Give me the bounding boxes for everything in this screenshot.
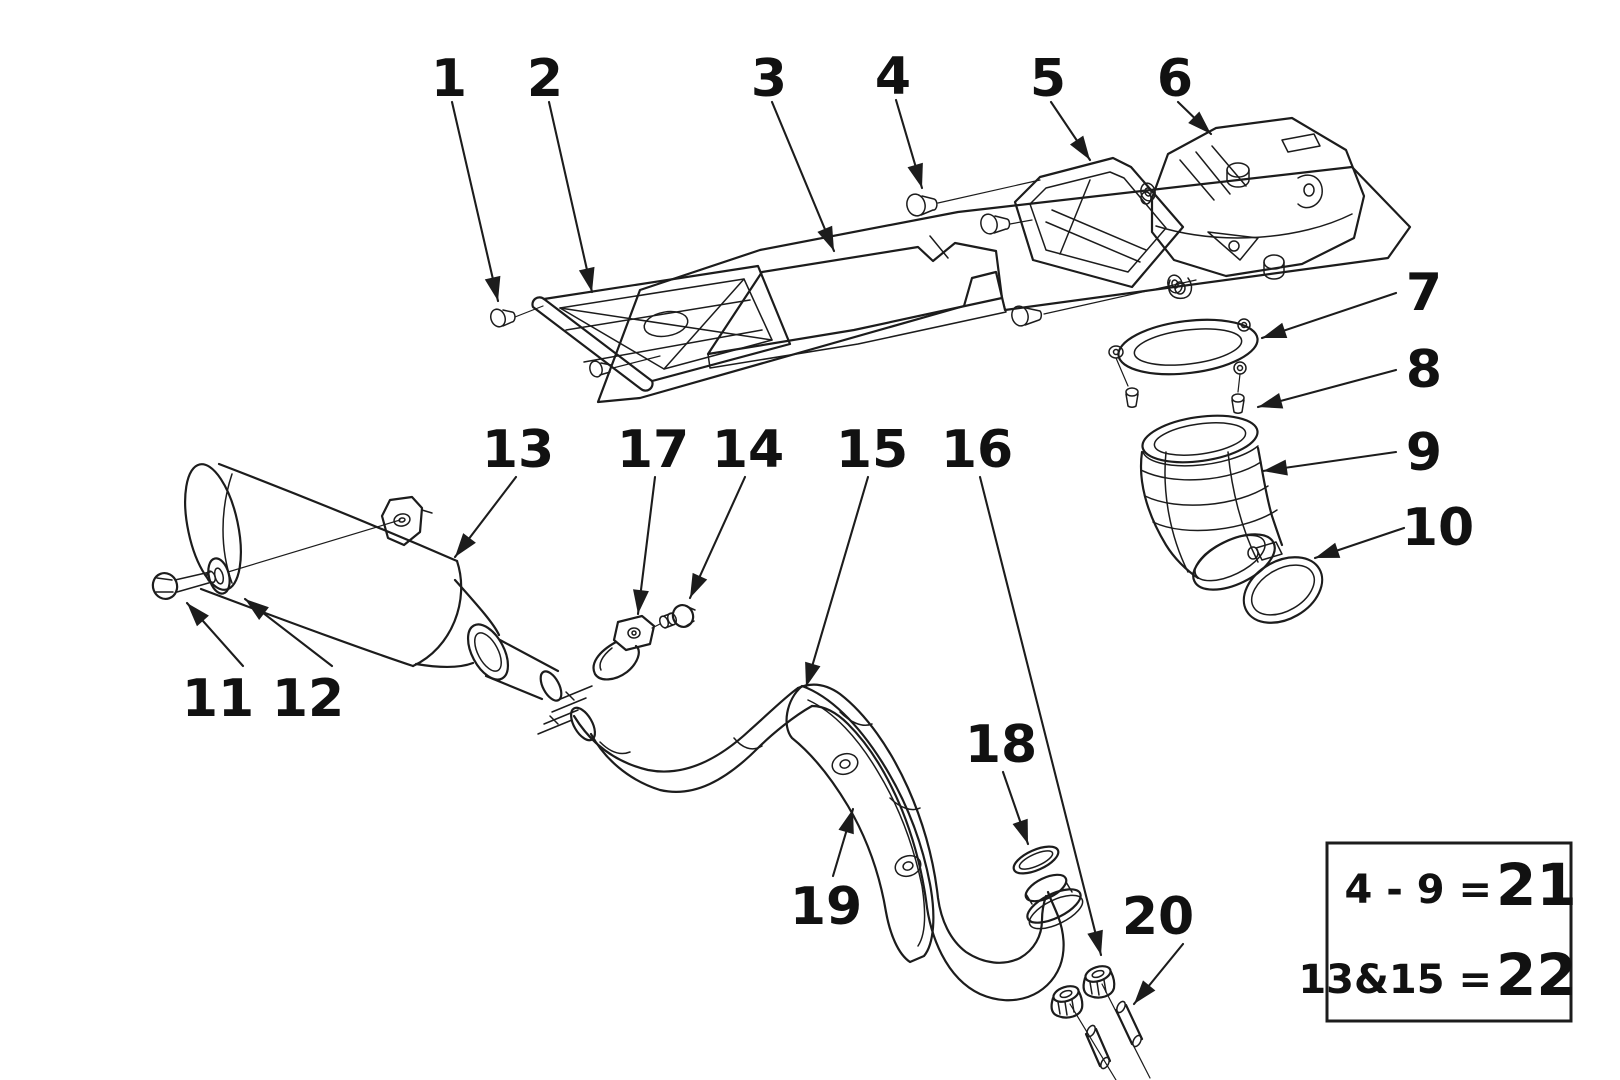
legend-row1-part: 21 bbox=[1496, 851, 1577, 919]
part-label-14: 14 bbox=[712, 420, 784, 480]
leader-11 bbox=[185, 601, 245, 668]
leader-2 bbox=[547, 100, 595, 294]
muffler-13 bbox=[184, 462, 563, 702]
leader-13 bbox=[453, 475, 518, 559]
legend-row2-part: 22 bbox=[1496, 941, 1577, 1009]
part-label-3: 3 bbox=[751, 49, 787, 109]
part-label-5: 5 bbox=[1030, 49, 1066, 109]
pipe-clamp-17 bbox=[592, 614, 656, 681]
filter-foam-3 bbox=[706, 241, 1007, 369]
leader-18 bbox=[1001, 770, 1030, 846]
leader-15 bbox=[804, 475, 870, 689]
part-label-13: 13 bbox=[482, 420, 554, 480]
flange-nuts-16 bbox=[1050, 965, 1116, 1019]
leader-4 bbox=[894, 98, 924, 190]
part-label-16: 16 bbox=[941, 420, 1013, 480]
part-label-2: 2 bbox=[527, 49, 563, 109]
part-label-1: 1 bbox=[431, 49, 467, 109]
leader-8 bbox=[1256, 368, 1398, 409]
leader-20 bbox=[1132, 942, 1185, 1006]
part-label-7: 7 bbox=[1406, 263, 1442, 323]
leader-lines bbox=[185, 98, 1406, 1006]
airbox-body-6 bbox=[1140, 116, 1366, 300]
gasket-18 bbox=[1012, 845, 1060, 875]
legend-row2-expression: 13&15 = bbox=[1298, 957, 1492, 1003]
studs-20 bbox=[1069, 983, 1151, 1080]
part-label-10: 10 bbox=[1402, 498, 1474, 558]
airbox-screw-lower bbox=[1011, 279, 1197, 327]
part-label-12: 12 bbox=[272, 669, 344, 729]
part-label-11: 11 bbox=[182, 669, 254, 729]
heat-shield-19 bbox=[785, 684, 935, 964]
part-label-6: 6 bbox=[1157, 49, 1193, 109]
hose-clamp-10 bbox=[1242, 541, 1324, 624]
leader-6 bbox=[1176, 100, 1213, 136]
part-label-9: 9 bbox=[1406, 423, 1442, 483]
leader-9 bbox=[1261, 450, 1398, 476]
leader-14 bbox=[688, 475, 747, 600]
leader-17 bbox=[633, 475, 657, 616]
part-label-17: 17 bbox=[617, 420, 689, 480]
screw-1 bbox=[489, 305, 544, 328]
exhaust-pipe-15 bbox=[537, 683, 1084, 1002]
leader-1 bbox=[450, 100, 501, 303]
legend-box: 4 - 9 = 21 13&15 = 22 bbox=[1298, 841, 1577, 1023]
legend-row1-expression: 4 - 9 = bbox=[1344, 867, 1492, 913]
leader-10 bbox=[1313, 526, 1406, 560]
leader-12 bbox=[243, 597, 334, 668]
bolt-11 bbox=[151, 570, 217, 600]
clamp-ring-7 bbox=[1108, 318, 1259, 393]
part-label-18: 18 bbox=[965, 715, 1037, 775]
part-label-19: 19 bbox=[790, 877, 862, 937]
filter-cage-2 bbox=[531, 264, 792, 392]
screws-8 bbox=[1125, 387, 1245, 414]
part-number-labels: 1 2 3 4 5 6 7 8 9 10 11 12 13 14 15 16 1… bbox=[182, 47, 1474, 947]
leader-7 bbox=[1260, 291, 1398, 340]
leader-3 bbox=[770, 100, 836, 253]
part-label-15: 15 bbox=[836, 420, 908, 480]
part-label-8: 8 bbox=[1406, 340, 1442, 400]
leader-19 bbox=[831, 807, 855, 878]
leader-16 bbox=[978, 475, 1103, 957]
bolt-14 bbox=[651, 604, 696, 629]
part-label-4: 4 bbox=[875, 47, 911, 107]
part-label-20: 20 bbox=[1122, 887, 1194, 947]
intake-boot-9 bbox=[1139, 414, 1284, 591]
screw-4 bbox=[906, 179, 1041, 217]
leader-5 bbox=[1049, 100, 1092, 162]
